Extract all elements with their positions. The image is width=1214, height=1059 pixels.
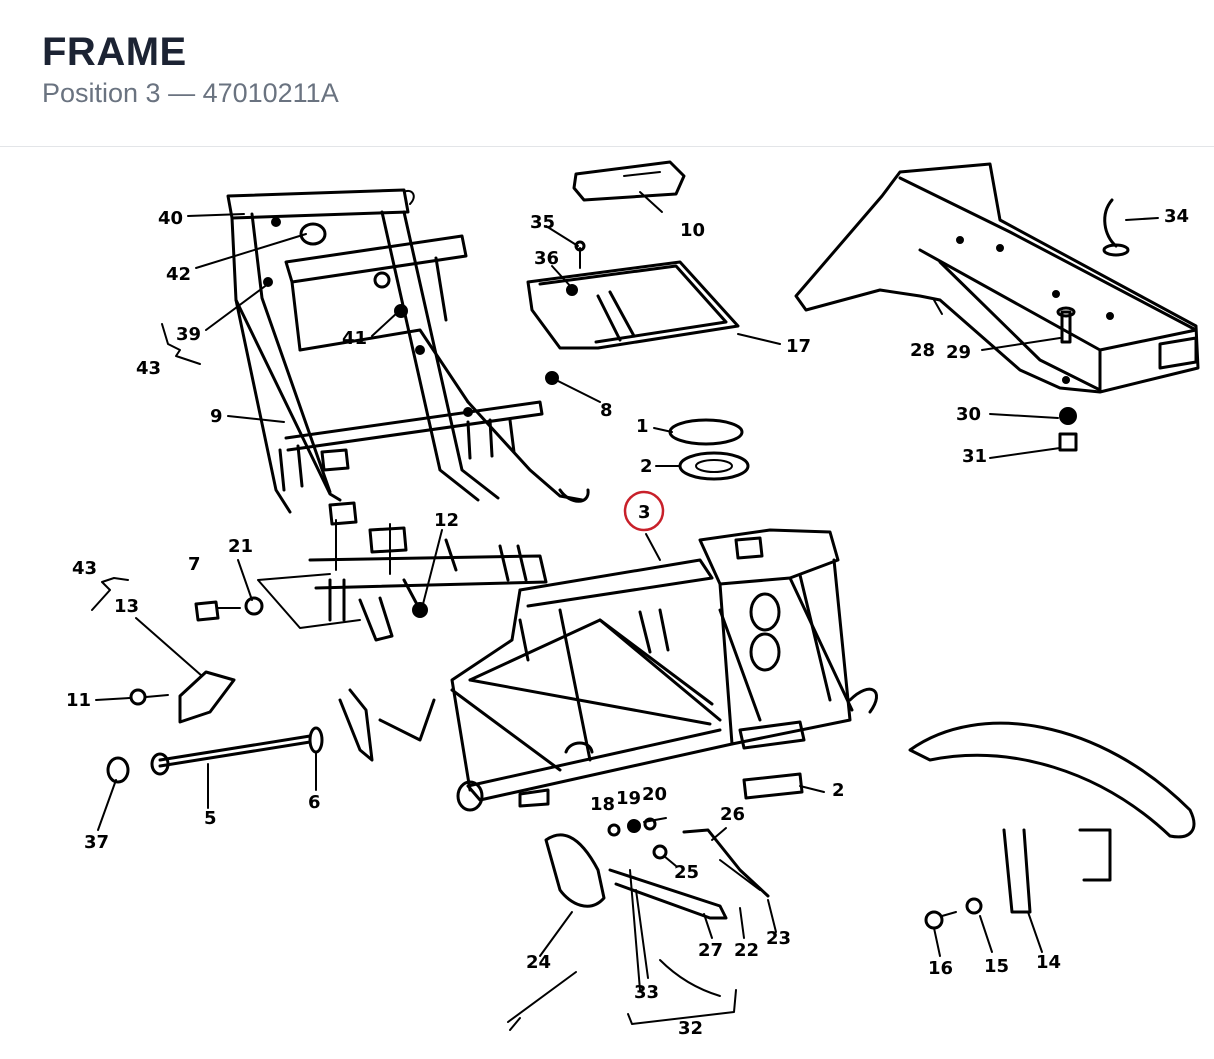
callout-11[interactable]: 11 [66,690,91,711]
callout-40[interactable]: 40 [158,208,183,229]
bracket-43-upper [161,323,201,365]
callout-1[interactable]: 1 [636,416,649,437]
callout-13[interactable]: 13 [114,596,139,617]
callout-33[interactable]: 33 [634,982,659,1003]
callout-28[interactable]: 28 [910,340,935,361]
callout-15[interactable]: 15 [984,956,1009,977]
exploded-parts-diagram: 1 2 2 3 5 6 7 8 9 10 11 12 13 14 15 16 1… [0,147,1214,1059]
callout-17[interactable]: 17 [786,336,811,357]
callout-14[interactable]: 14 [1036,952,1061,973]
callout-labels: 1 2 2 3 5 6 7 8 9 10 11 12 13 14 15 16 1… [66,206,1189,1039]
callout-5[interactable]: 5 [204,808,217,829]
callout-22[interactable]: 22 [734,940,759,961]
callout-19[interactable]: 19 [616,788,641,809]
callout-8[interactable]: 8 [600,400,613,421]
callout-31[interactable]: 31 [962,446,987,467]
callout-41[interactable]: 41 [342,328,367,349]
callout-12[interactable]: 12 [434,510,459,531]
callout-20[interactable]: 20 [642,784,667,805]
callout-35[interactable]: 35 [530,212,555,233]
callout-27[interactable]: 27 [698,940,723,961]
callout-21[interactable]: 21 [228,536,253,557]
callout-24[interactable]: 24 [526,952,551,973]
callout-25[interactable]: 25 [674,862,699,883]
rear-subframe-drawing [226,188,590,554]
callout-7[interactable]: 7 [188,554,201,575]
page-title: FRAME [42,30,187,74]
callout-42[interactable]: 42 [166,264,191,285]
callout-36[interactable]: 36 [534,248,559,269]
callout-26[interactable]: 26 [720,804,745,825]
battery-tray-drawing [526,260,740,350]
callout-18[interactable]: 18 [590,794,615,815]
leader-lines [95,191,1159,979]
rear-fender-drawing [794,162,1200,394]
page-subtitle: Position 3 — 47010211A [42,78,339,108]
highlight-ring [623,490,665,532]
main-frame-drawing [257,519,878,812]
callout-6[interactable]: 6 [308,792,321,813]
hardware-drawing [106,198,1196,1031]
callout-2[interactable]: 2 [832,780,845,801]
callout-9[interactable]: 9 [210,406,223,427]
callout-43[interactable]: 43 [72,558,97,579]
callout-39[interactable]: 39 [176,324,201,345]
callout-2[interactable]: 2 [640,456,653,477]
callout-16[interactable]: 16 [928,958,953,979]
callout-30[interactable]: 30 [956,404,981,425]
callout-34[interactable]: 34 [1164,206,1189,227]
bracket-32 [627,989,737,1025]
callout-23[interactable]: 23 [766,928,791,949]
page-header: FRAME Position 3 — 47010211A [0,0,1214,147]
callout-32[interactable]: 32 [678,1018,703,1039]
callout-3[interactable]: 3 [638,502,651,523]
seat-pad-drawing [572,160,686,202]
bracket-43-lower [91,577,129,611]
callout-37[interactable]: 37 [84,832,109,853]
callout-29[interactable]: 29 [946,342,971,363]
callout-10[interactable]: 10 [680,220,705,241]
callout-43[interactable]: 43 [136,358,161,379]
